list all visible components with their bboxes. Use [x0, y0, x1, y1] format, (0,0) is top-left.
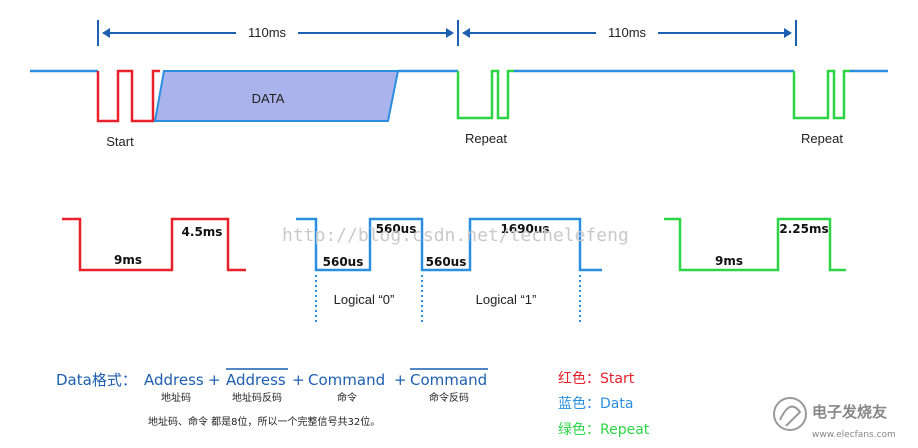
repeat-low-label: 9ms [715, 254, 743, 268]
period-markers: 110ms 110ms [97, 20, 797, 46]
format-label: Data格式： [56, 371, 137, 389]
repeat-pulse-2 [792, 69, 850, 120]
bit1-low-label: 560us [426, 255, 467, 269]
repeat-label-1: Repeat [465, 131, 507, 146]
repeat-pulse-1 [456, 69, 514, 120]
repeat-label-2: Repeat [801, 131, 843, 146]
period2-label: 110ms [608, 25, 647, 40]
start-pulse-top [96, 69, 160, 123]
sub-command-inverse: 命令反码 [429, 391, 469, 404]
logo-name: 电子发烧友 [812, 403, 887, 421]
logical0-label: Logical “0” [334, 292, 395, 307]
format-command-inverse: Command [410, 371, 487, 389]
legend-blue: 蓝色：Data [558, 395, 633, 412]
logo-icon [773, 397, 807, 431]
start-pulse-detail: 9ms 4.5ms [62, 217, 246, 272]
sub-address: 地址码 [161, 391, 191, 404]
format-note: 地址码、命令 都是8位，所以一个完整信号共32位。 [148, 415, 380, 428]
logical1-label: Logical “1” [476, 292, 537, 307]
arrowhead-right-icon [446, 28, 454, 38]
bit-encoding-detail: 560us 560us 560us 1690us Logical “0” Log… [296, 217, 602, 322]
start-low-label: 9ms [114, 253, 142, 267]
period1-label: 110ms [248, 25, 287, 40]
repeat-high-label: 2.25ms [779, 222, 828, 236]
elecfans-logo: 电子发烧友 www.elecfans.com [773, 397, 896, 440]
bit1-high-label: 1690us [500, 222, 549, 236]
bit0-high-label: 560us [376, 222, 417, 236]
start-high-label: 4.5ms [182, 225, 223, 239]
format-command: Command [308, 371, 385, 389]
sub-command: 命令 [337, 391, 357, 404]
sub-address-inverse: 地址码反码 [232, 391, 282, 404]
format-plus: + [208, 371, 221, 389]
arrowhead-right-icon [784, 28, 792, 38]
data-block-label: DATA [252, 91, 285, 106]
bit0-low-label: 560us [323, 255, 364, 269]
start-label: Start [106, 134, 134, 149]
data-format: Data格式： Address + Address + Command + Co… [56, 368, 488, 428]
watermark: http://blog.csdn.net/techelefeng [282, 225, 629, 246]
format-plus: + [292, 371, 305, 389]
repeat-pulse-detail: 9ms 2.25ms [664, 217, 846, 272]
signal-trace: DATA Start Repeat Repeat [30, 69, 888, 149]
logo-url: www.elecfans.com [812, 430, 896, 440]
arrowhead-left-icon [462, 28, 470, 38]
legend-red: 红色：Start [558, 370, 635, 387]
legend-green: 绿色：Repeat [558, 421, 650, 438]
legend: 红色：Start 蓝色：Data 绿色：Repeat [558, 370, 650, 438]
format-address-inverse: Address [226, 371, 286, 389]
arrowhead-left-icon [102, 28, 110, 38]
format-plus: + [394, 371, 407, 389]
format-address: Address [144, 371, 204, 389]
